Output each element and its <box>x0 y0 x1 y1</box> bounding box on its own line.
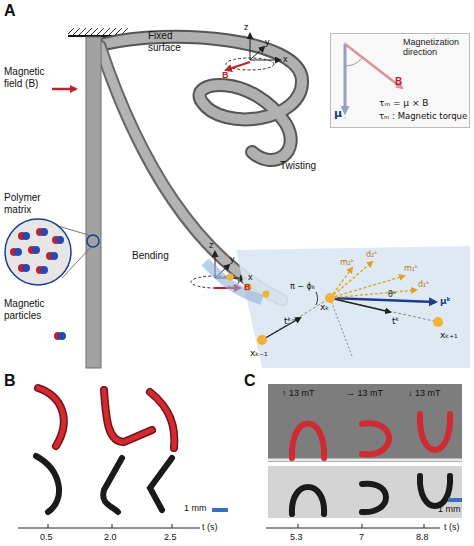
director-label: m₂ᵏ <box>340 258 354 267</box>
moment-label: μᵏ <box>440 296 451 306</box>
tick-label: 5.3 <box>290 532 303 542</box>
field-symbol: B <box>395 76 402 88</box>
scale-bar-label: 1 mm <box>438 504 461 514</box>
scale-bar-label: 1 mm <box>184 503 207 513</box>
axis-title: t (s) <box>202 522 218 532</box>
field-condition: ↓ 13 mT <box>408 388 441 398</box>
axis-label: y <box>230 254 235 264</box>
field-label: Magnetic field (B) <box>4 66 54 89</box>
surface-label: Fixed surface <box>148 30 196 53</box>
torque-definition: τₘ : Magnetic torque <box>379 112 469 122</box>
tangent-label: tᵏ <box>392 316 399 326</box>
axis-title: t (s) <box>444 522 460 532</box>
bending-label: Bending <box>132 250 169 262</box>
node-label: xₖ₋₁ <box>250 348 268 358</box>
particles-label: Magnetic particles <box>4 298 58 321</box>
panel-letter: A <box>4 2 16 20</box>
moment-symbol: μ <box>334 108 342 121</box>
tick-label: 2.5 <box>164 532 177 542</box>
twisting-label: Twisting <box>280 160 316 172</box>
axis-label: y <box>265 37 270 47</box>
field-symbol: B <box>222 70 229 80</box>
tick-label: 0.5 <box>40 532 53 542</box>
tick-label: 8.8 <box>416 532 429 542</box>
field-condition: ↑ 13 mT <box>282 388 315 398</box>
axis-label: x <box>248 272 253 282</box>
director-label: m₁ᵏ <box>404 264 418 273</box>
panel-letter: B <box>4 372 16 390</box>
director-label: d₂ᵏ <box>366 250 378 259</box>
axis-label: x <box>283 54 288 64</box>
angle-label: π − ϕₖ <box>290 282 315 291</box>
node-label: xₖ <box>320 302 329 312</box>
field-condition: → 13 mT <box>346 388 383 398</box>
tick-label: 7 <box>359 532 364 542</box>
node-label: xₖ₊₁ <box>440 330 458 340</box>
panel-letter: C <box>244 372 256 390</box>
torque-inset: Magnetization directionBμ τₘ = μ × B τₘ : … <box>330 33 470 128</box>
torque-equation: τₘ = μ × B <box>379 98 428 108</box>
tangent-label: tᵏ⁻¹ <box>284 316 300 326</box>
axis-label: z <box>209 240 214 250</box>
matrix-label: Polymer matrix <box>4 192 54 215</box>
inset-text: Magnetization direction <box>403 37 467 58</box>
angle-label: θᵏ <box>388 290 396 299</box>
field-symbol: B <box>244 282 251 292</box>
director-label: d₁ᵏ <box>418 280 430 289</box>
tick-label: 2.0 <box>104 532 117 542</box>
axis-label: z <box>244 22 249 32</box>
